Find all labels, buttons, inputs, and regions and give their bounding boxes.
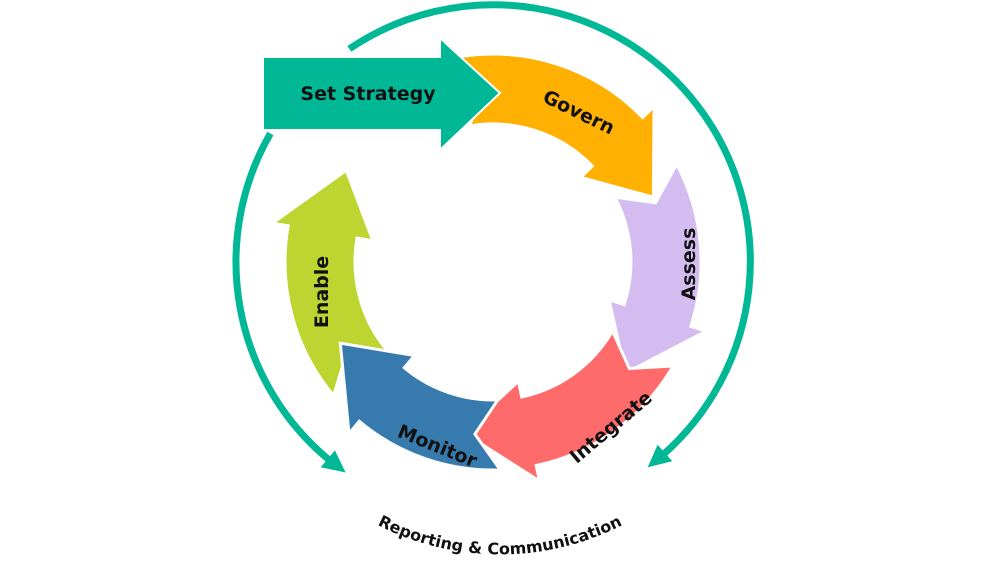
set-strategy-label: Set Strategy — [300, 83, 436, 105]
integrate-arrow — [460, 327, 676, 485]
monitor-arrow — [338, 341, 504, 472]
assess-label: Assess — [678, 228, 700, 301]
enable-arrow — [268, 167, 391, 399]
outer-ring — [232, 1, 754, 473]
govern-arrow — [453, 52, 656, 200]
outer-ring-right-arc — [347, 1, 754, 459]
ring-arrowhead-icon — [647, 444, 673, 468]
ring-arrowhead-icon — [320, 450, 346, 473]
cycle-arrows — [268, 52, 710, 485]
reporting-communication-label: Reporting & Communication — [375, 511, 624, 558]
outer-ring-left-arc — [232, 131, 334, 465]
enable-label: Enable — [311, 256, 333, 328]
set-strategy-arrow: Set Strategy — [262, 35, 502, 153]
